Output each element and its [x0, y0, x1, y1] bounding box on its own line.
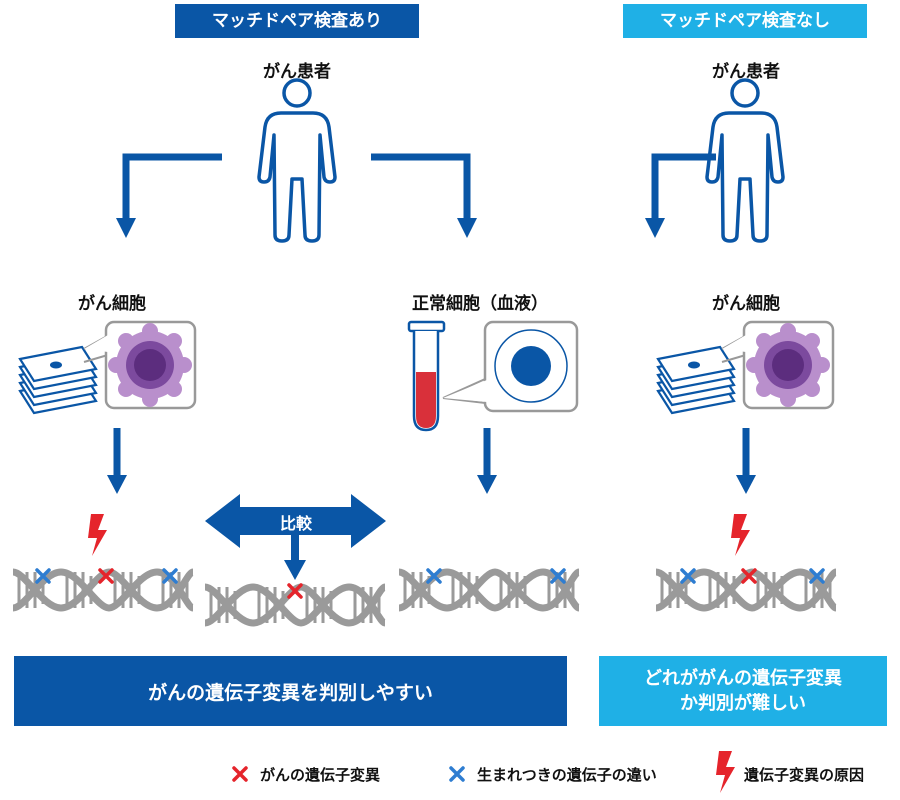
result-text-without-test-line2: か判別が難しい [680, 693, 806, 714]
arrow-down-right [736, 428, 756, 494]
legend-blue-x-icon [449, 766, 465, 782]
arrow-down-middle [477, 428, 497, 494]
result-box-with-test: がんの遺伝子変異を判別しやすい [14, 656, 567, 726]
normal-cell-label: 正常細胞（血液） [412, 294, 548, 314]
dna-compared-result [205, 583, 385, 623]
compare-double-arrow [205, 494, 386, 580]
legend-bolt-icon [716, 751, 735, 793]
arrow-down-left [107, 428, 127, 494]
cancer-cell-sample-right [656, 320, 835, 415]
cancer-cell-label-right: がん細胞 [712, 294, 780, 314]
dna-cancer-right [656, 514, 836, 608]
mutation-cause-bolt-icon [88, 514, 107, 556]
patient-figure-right [705, 78, 785, 243]
cancer-cell-label-left: がん細胞 [78, 294, 146, 314]
dna-normal [399, 568, 579, 608]
patient-label-right: がん患者 [712, 62, 780, 82]
patient-figure-left [257, 78, 337, 243]
dna-cancer-left [13, 514, 193, 608]
arrow-to-cancer-cell-left [122, 153, 222, 222]
patient-label-left: がん患者 [263, 62, 331, 82]
header-with-test: マッチドペア検査あり [175, 4, 419, 38]
arrow-to-cancer-cell-right [651, 153, 716, 222]
result-text-without-test-line1: どれががんの遺伝子変異 [644, 668, 842, 689]
arrow-to-normal-cell [371, 153, 471, 222]
legend-label-mutation-cause: 遺伝子変異の原因 [744, 766, 865, 784]
mutation-cause-bolt-icon [731, 514, 750, 556]
result-box-without-test: どれががんの遺伝子変異 か判別が難しい [599, 656, 887, 726]
compare-label: 比較 [279, 514, 312, 533]
legend-label-inherited-variant: 生まれつきの遺伝子の違い [477, 766, 657, 784]
result-text-with-test: がんの遺伝子変異を判別しやすい [148, 681, 433, 704]
legend-label-cancer-mutation: がんの遺伝子変異 [260, 766, 381, 784]
normal-cell-sample [407, 320, 579, 432]
cancer-cell-sample-left [18, 320, 197, 415]
legend-red-x-icon [232, 766, 248, 782]
header-without-test: マッチドペア検査なし [623, 4, 867, 38]
